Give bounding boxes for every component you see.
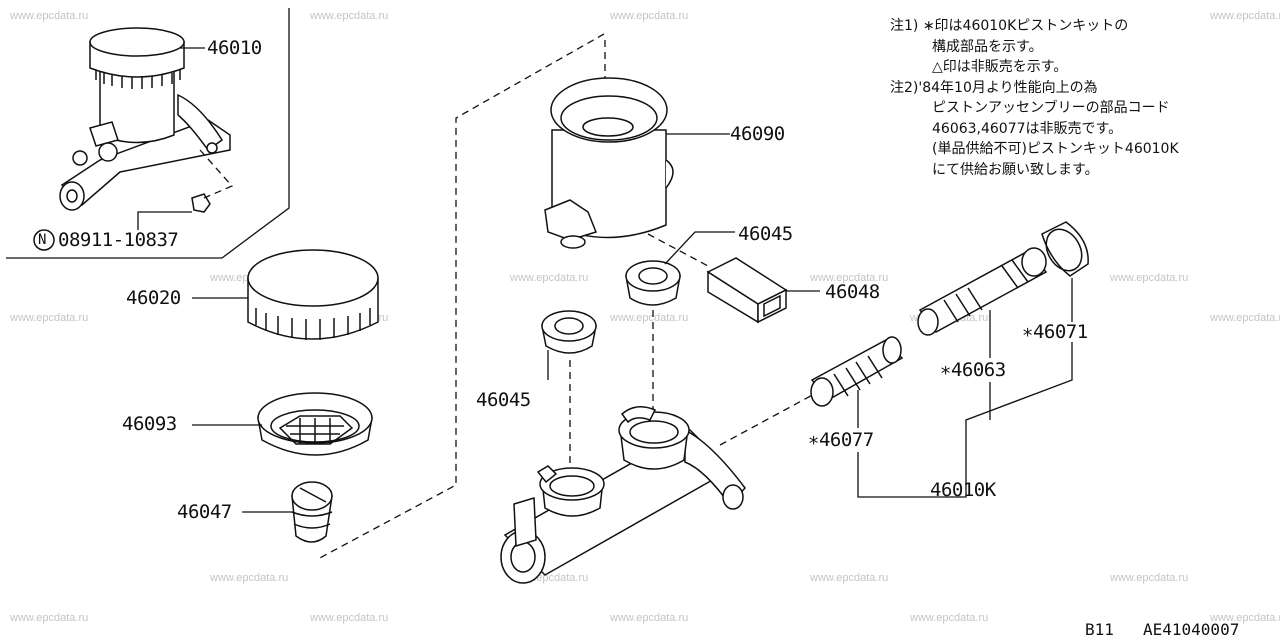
note-line: (単品供給不可)ピストンキット46010K bbox=[932, 141, 1179, 157]
note-line: 構成部品を示す。 bbox=[932, 38, 1043, 55]
watermark: www.epcdata.ru bbox=[1210, 612, 1280, 624]
watermark: www.epcdata.ru bbox=[310, 10, 389, 22]
watermark: www.epcdata.ru bbox=[1210, 312, 1280, 324]
watermark: www.epcdata.ru bbox=[1210, 10, 1280, 22]
part-label-46090: 46090 bbox=[730, 123, 785, 145]
piston-46077-illustration bbox=[810, 336, 904, 407]
grommet-46047-illustration bbox=[291, 481, 333, 543]
watermark: www.epcdata.ru bbox=[1110, 272, 1189, 284]
footer-diagram-code: AE41040007 bbox=[1143, 620, 1240, 639]
watermark: www.epcdata.ru bbox=[10, 10, 89, 22]
watermark: www.epcdata.ru bbox=[1110, 572, 1189, 584]
clip-46071-illustration bbox=[1041, 221, 1089, 277]
note-line: 注2)'84年10月より性能向上の為 bbox=[890, 79, 1098, 96]
assembly-dashed-line bbox=[315, 33, 605, 561]
note-line: 46063,46077は非販売です。 bbox=[932, 120, 1123, 137]
watermark: www.epcdata.ru bbox=[510, 272, 589, 284]
part-label-46045-top: 46045 bbox=[738, 223, 793, 245]
part-label-46045-mid: 46045 bbox=[476, 389, 531, 411]
part-label-46077: ∗46077 bbox=[808, 429, 874, 451]
part-label-46063: ∗46063 bbox=[940, 359, 1006, 381]
watermark: www.epcdata.ru bbox=[810, 572, 889, 584]
inset-frame bbox=[6, 8, 290, 259]
strainer-46093-illustration bbox=[257, 392, 373, 456]
seal-46045-top-illustration bbox=[625, 260, 681, 306]
n-symbol-circle bbox=[33, 229, 55, 251]
part-label-46010k: 46010K bbox=[930, 479, 996, 501]
watermark: www.epcdata.ru bbox=[310, 612, 389, 624]
note-line: △印は非販売を示す。 bbox=[932, 59, 1068, 75]
cap-46020-illustration bbox=[247, 249, 379, 340]
notes-block: 注1) ∗印は46010Kピストンキットの 構成部品を示す。 △印は非販売を示す… bbox=[890, 16, 1179, 180]
part-label-46071: ∗46071 bbox=[1022, 321, 1088, 343]
seal-46045-mid-illustration bbox=[541, 310, 597, 354]
piston-46063-illustration bbox=[917, 247, 1048, 336]
note-line: 注1) ∗印は46010Kピストンキットの bbox=[890, 18, 1129, 34]
watermark: www.epcdata.ru bbox=[610, 312, 689, 324]
watermark: www.epcdata.ru bbox=[610, 10, 689, 22]
reservoir-46090-illustration bbox=[544, 77, 674, 249]
leader-08911 bbox=[137, 211, 192, 230]
watermark: www.epcdata.ru bbox=[610, 612, 689, 624]
part-label-46047: 46047 bbox=[177, 501, 232, 523]
part-label-n-prefix: N bbox=[38, 232, 46, 248]
watermark: www.epcdata.ru bbox=[810, 272, 889, 284]
footer-page-code: B11 bbox=[1085, 620, 1114, 639]
part-label-46010: 46010 bbox=[207, 37, 262, 59]
leader-46045-top bbox=[664, 231, 735, 265]
watermark: www.epcdata.ru bbox=[910, 612, 989, 624]
note-line: ピストンアッセンブリーの部品コード bbox=[932, 100, 1170, 116]
sleeve-46048-illustration bbox=[706, 257, 788, 324]
master-cylinder-body-illustration bbox=[500, 406, 746, 584]
part-label-46093: 46093 bbox=[122, 413, 177, 435]
bracket-46010k bbox=[857, 342, 1073, 498]
watermark: www.epcdata.ru bbox=[10, 312, 89, 324]
watermark: www.epcdata.ru bbox=[10, 612, 89, 624]
part-label-08911-10837: 08911-10837 bbox=[58, 229, 179, 251]
assembly-46010-illustration bbox=[59, 27, 234, 213]
part-label-46020: 46020 bbox=[126, 287, 181, 309]
watermark: www.epcdata.ru bbox=[210, 572, 289, 584]
part-label-46048: 46048 bbox=[825, 281, 880, 303]
note-line: にて供給お願い致します。 bbox=[932, 161, 1099, 178]
